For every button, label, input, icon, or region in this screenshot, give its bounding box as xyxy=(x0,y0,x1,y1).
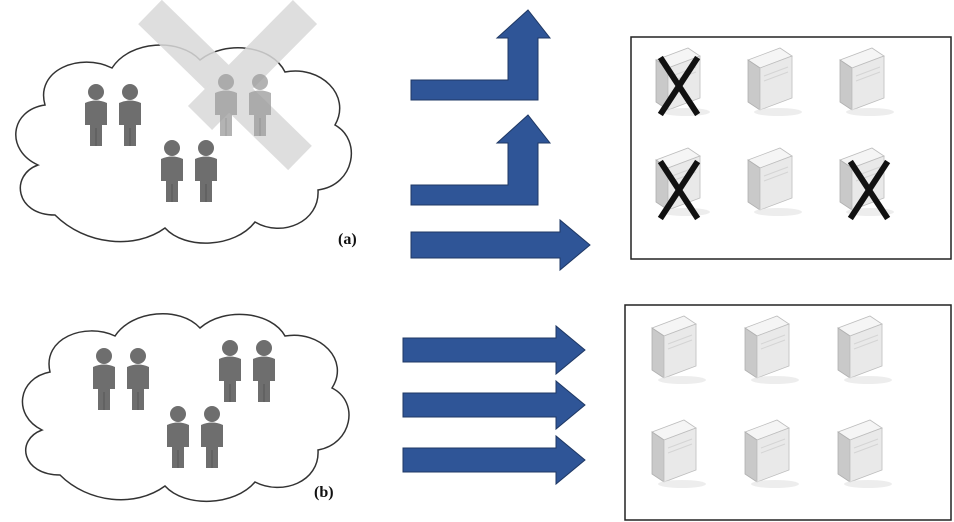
straight-arrow xyxy=(410,218,591,272)
cloud-icon xyxy=(21,312,350,503)
panel-label-a: (a) xyxy=(338,231,357,248)
failure-x-icon xyxy=(847,159,891,221)
panel-b: (b) xyxy=(21,304,952,521)
panel-label-b: (b) xyxy=(314,484,334,501)
straight-arrow xyxy=(402,379,586,431)
redirect-arrow xyxy=(410,9,552,101)
failure-x-icon xyxy=(657,159,701,221)
straight-arrow xyxy=(402,324,586,376)
redirect-arrow xyxy=(410,114,552,206)
failure-x-icon xyxy=(657,55,701,117)
straight-arrow xyxy=(402,434,586,486)
panel-a: (a) xyxy=(15,0,952,272)
